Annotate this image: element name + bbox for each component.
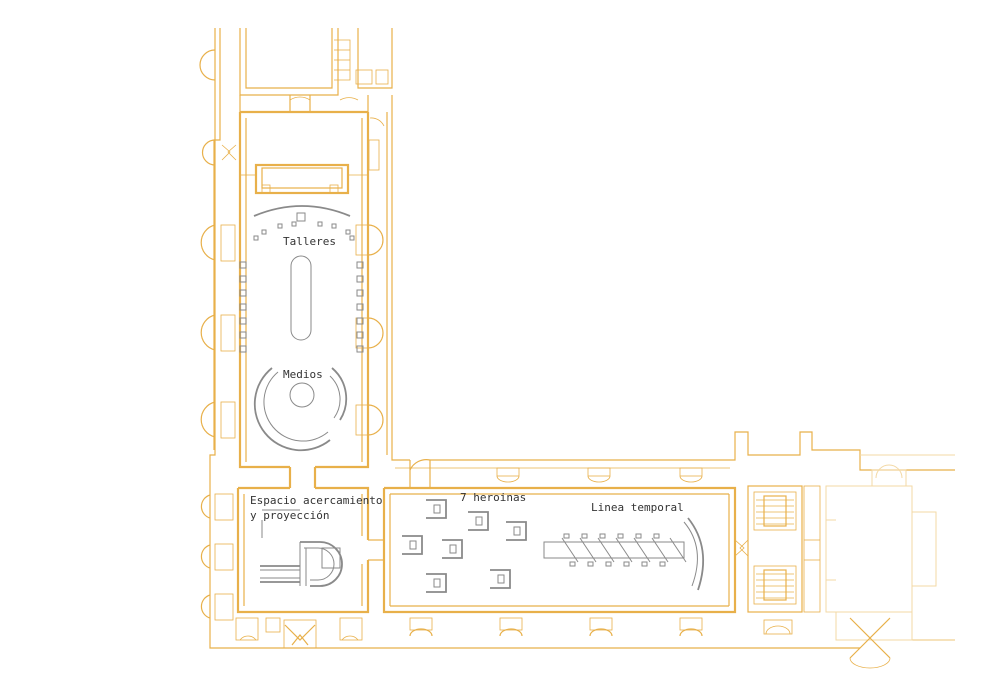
talleres-furniture [239,205,364,353]
espacio-room [236,486,384,614]
heroina-case [426,499,447,519]
room-label-espacio-line1: Espacio acercamiento [250,494,383,507]
room-label-linea-temporal: Linea temporal [591,501,684,514]
heroinas-cases [402,499,527,593]
heroina-case [506,521,527,541]
heroina-case [442,539,463,559]
upper-wing-room [238,110,370,469]
room-label-medios: Medios [283,368,323,381]
medios-furniture [253,367,348,452]
stair-block [734,485,821,635]
room-label-talleres: Talleres [283,235,336,248]
window-bumps-left [199,49,237,621]
timeline-display [543,517,705,591]
right-building [825,464,937,669]
heroina-case [426,573,447,593]
bottom-doors-left [235,617,363,649]
heroina-case [490,569,511,589]
long-gallery [382,459,737,637]
heroina-case [402,535,423,555]
heroina-case [468,511,489,531]
room-label-heroinas: 7 heroinas [460,491,527,504]
window-bumps-right [355,224,384,436]
room-label-espacio-line2: y proyección [250,509,330,522]
corridor [288,467,317,488]
